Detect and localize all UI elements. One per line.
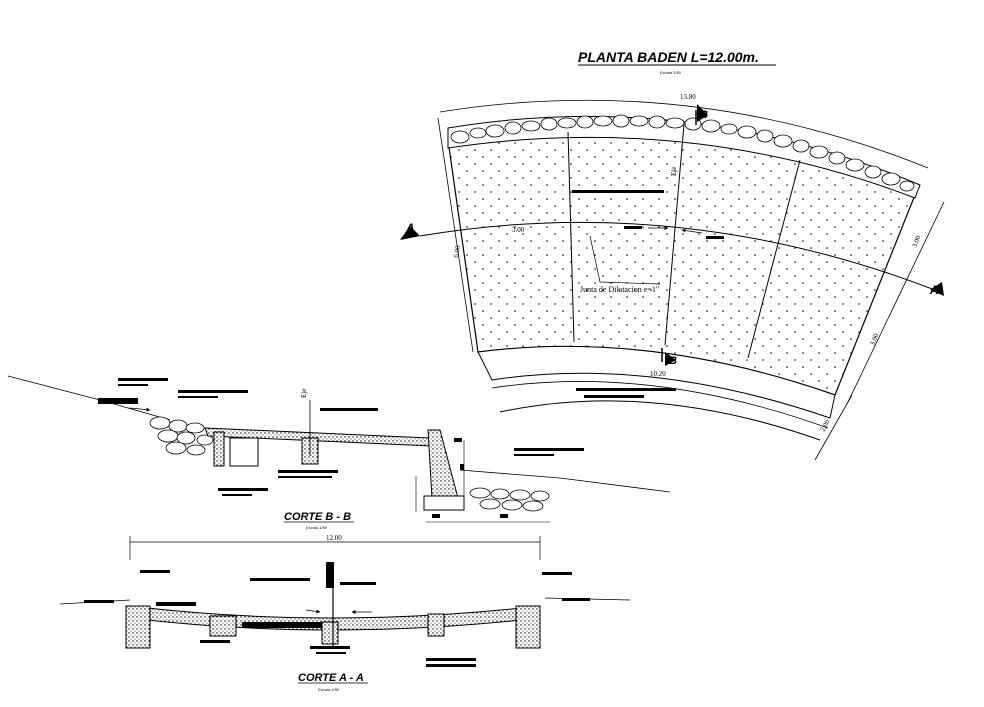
corte-bb-footing-2 (229, 437, 259, 467)
corte-bb-scale: Escala 1/50 (306, 525, 328, 530)
corte-aa-footing-mid3 (427, 613, 445, 637)
corte-bb-stones-left (149, 416, 214, 456)
corte-aa-footing-right (515, 605, 541, 649)
plan-dim-span: 3.00 (512, 226, 525, 234)
corte-aa-footing-left (125, 605, 151, 649)
corte-bb-wall (427, 429, 459, 499)
plan-title: PLANTA BADEN L=12.00m. (578, 49, 759, 65)
section-marker-b-top (697, 104, 708, 122)
plan-joint-3 (747, 159, 801, 359)
section-marker-a-right (930, 282, 944, 296)
plan-dim-bottom: 10.20 (650, 370, 666, 378)
corte-aa-footing-mid2 (321, 621, 339, 645)
plan-bottom-band (477, 345, 836, 419)
terrain-line-left (7, 375, 171, 421)
plan-view (419, 99, 945, 461)
plan-dim-right-c: 2.00 (819, 418, 832, 433)
plan-stones (450, 114, 915, 192)
plan-section-line-a (419, 221, 936, 291)
plan-joint-1 (567, 131, 575, 343)
plan-annotation-blocks (572, 190, 724, 398)
corte-aa-title: CORTE A - A (298, 672, 364, 684)
corte-bb-view (7, 375, 671, 523)
section-marker-b-bottom (665, 352, 676, 366)
plan-dim-right-a: 3.00 (910, 234, 922, 249)
section-marker-a-left (400, 226, 420, 240)
plan-scale: Escala 1/50 (660, 70, 682, 75)
corte-aa-view (59, 536, 631, 649)
corte-aa-dim-total: 12.00 (326, 534, 342, 542)
corte-aa-annotation-blocks (84, 562, 590, 667)
section-letter-b-top: B (700, 109, 708, 121)
corte-bb-annotation-blocks (98, 378, 584, 518)
corte-aa-footing-mid1 (209, 615, 237, 637)
section-letter-b-bottom: B (669, 355, 677, 367)
section-letter-a-left: A (405, 221, 415, 235)
corte-aa-scale: Escala 1/50 (318, 687, 340, 692)
plan-axis-label: Eje (670, 167, 678, 176)
plan-dim-top: 13.80 (680, 93, 696, 101)
plan-dim-right-b: 3.00 (868, 332, 880, 347)
plan-joint-2 (664, 123, 685, 346)
plan-dim-left: 6.00 (452, 244, 462, 258)
corte-bb-stones-right (469, 487, 550, 512)
corte-bb-footing-1 (213, 431, 225, 467)
terrain-line-right (459, 469, 671, 493)
corte-bb-axis-label: Eje (300, 389, 308, 398)
plan-joint-label: Junta de Dilatacion e=1" (580, 285, 659, 294)
section-letter-a-right: A (929, 283, 939, 297)
corte-bb-title: CORTE B - B (284, 511, 351, 523)
